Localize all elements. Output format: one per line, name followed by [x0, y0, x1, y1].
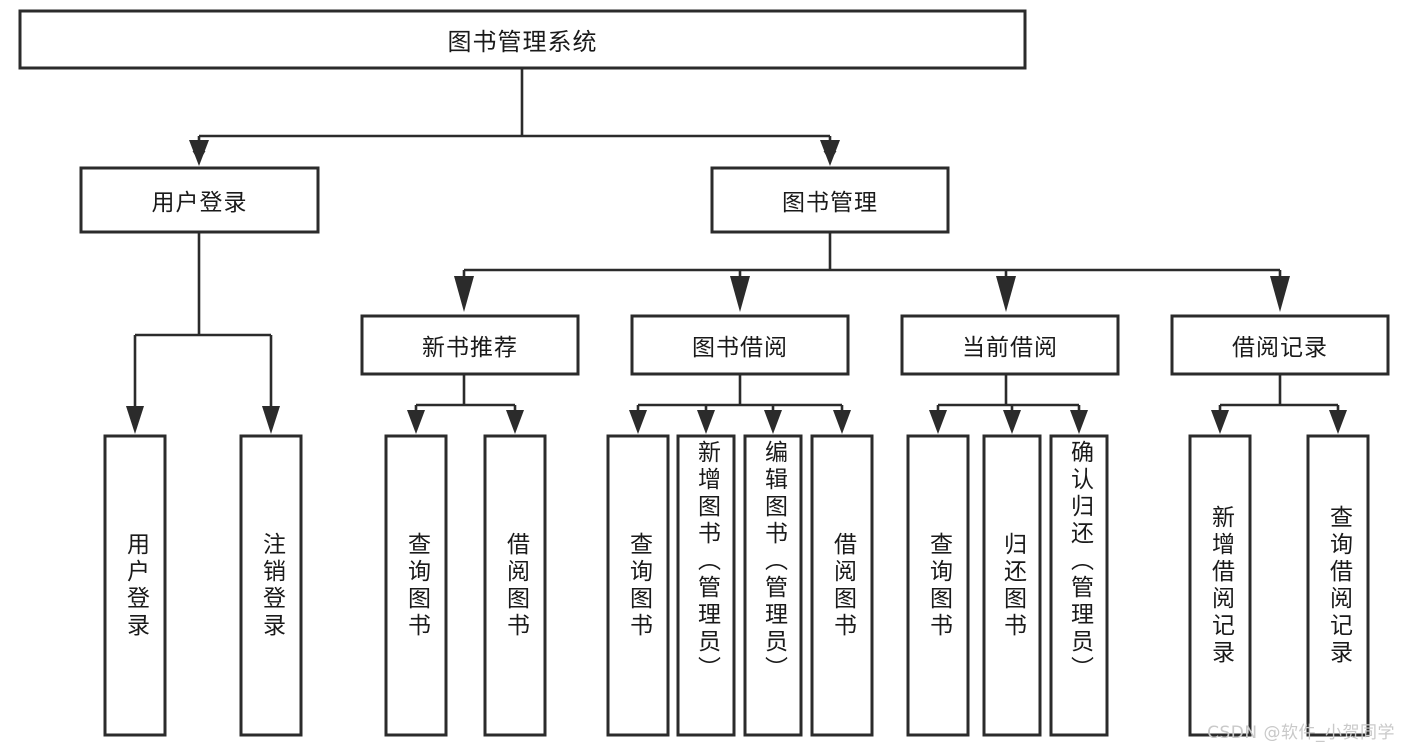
arrowhead-leaf-user-login [126, 406, 144, 434]
node-box-book-borrow[interactable] [630, 314, 850, 376]
arrowhead-leaf-return-book [1003, 410, 1021, 434]
node-box-leaf-logout[interactable] [239, 434, 303, 737]
connectors-new-book-leaves [407, 374, 524, 434]
connectors-root-level2 [189, 68, 840, 166]
node-box-leaf-add-book[interactable] [676, 434, 736, 737]
node-box-leaf-query-book-b[interactable] [606, 434, 670, 737]
connectors-user-login-leaves [126, 232, 280, 434]
arrowhead-book-management [820, 140, 840, 166]
arrowhead-user-login [189, 140, 209, 166]
arrowhead-leaf-query-book-b [629, 410, 647, 434]
node-box-leaf-user-login[interactable] [103, 434, 167, 737]
connectors-level2-level3 [454, 232, 1290, 312]
node-box-leaf-query-book-c[interactable] [906, 434, 970, 737]
node-box-leaf-add-record[interactable] [1188, 434, 1252, 737]
arrowhead-leaf-borrow-book-b [833, 410, 851, 434]
arrowhead-new-book-recommend [454, 276, 474, 312]
node-boxes [18, 9, 1390, 737]
node-box-root[interactable] [18, 9, 1027, 70]
arrowhead-leaf-add-record [1211, 410, 1229, 434]
node-box-leaf-borrow-book-a[interactable] [483, 434, 547, 737]
connectors-borrow-record-leaves [1211, 374, 1347, 434]
connectors-current-borrow-leaves [929, 374, 1088, 434]
node-box-user-login[interactable] [79, 166, 320, 234]
connectors-book-borrow-leaves [629, 374, 851, 434]
arrowhead-borrow-record [1270, 276, 1290, 312]
arrowhead-current-borrow [996, 276, 1016, 312]
arrowhead-leaf-borrow-book-a [506, 410, 524, 434]
arrowhead-leaf-add-book [697, 410, 715, 434]
arrowhead-leaf-query-book-a [407, 410, 425, 434]
arrowhead-leaf-query-book-c [929, 410, 947, 434]
arrowhead-leaf-edit-book [764, 410, 782, 434]
node-box-borrow-record[interactable] [1170, 314, 1390, 376]
node-box-leaf-confirm-return[interactable] [1049, 434, 1109, 737]
node-box-leaf-query-book-a[interactable] [384, 434, 448, 737]
node-box-leaf-borrow-book-b[interactable] [810, 434, 874, 737]
node-box-current-borrow[interactable] [900, 314, 1120, 376]
arrowhead-leaf-logout [262, 406, 280, 434]
arrowhead-leaf-confirm-return [1070, 410, 1088, 434]
node-box-new-book-recommend[interactable] [360, 314, 580, 376]
node-box-leaf-return-book[interactable] [982, 434, 1042, 737]
arrowhead-leaf-query-record [1329, 410, 1347, 434]
arrowhead-book-borrow [730, 276, 750, 312]
node-box-leaf-query-record[interactable] [1306, 434, 1370, 737]
csdn-watermark: CSDN @软件_小贺同学 [1207, 723, 1395, 743]
node-box-book-management[interactable] [710, 166, 950, 234]
node-box-leaf-edit-book[interactable] [743, 434, 803, 737]
